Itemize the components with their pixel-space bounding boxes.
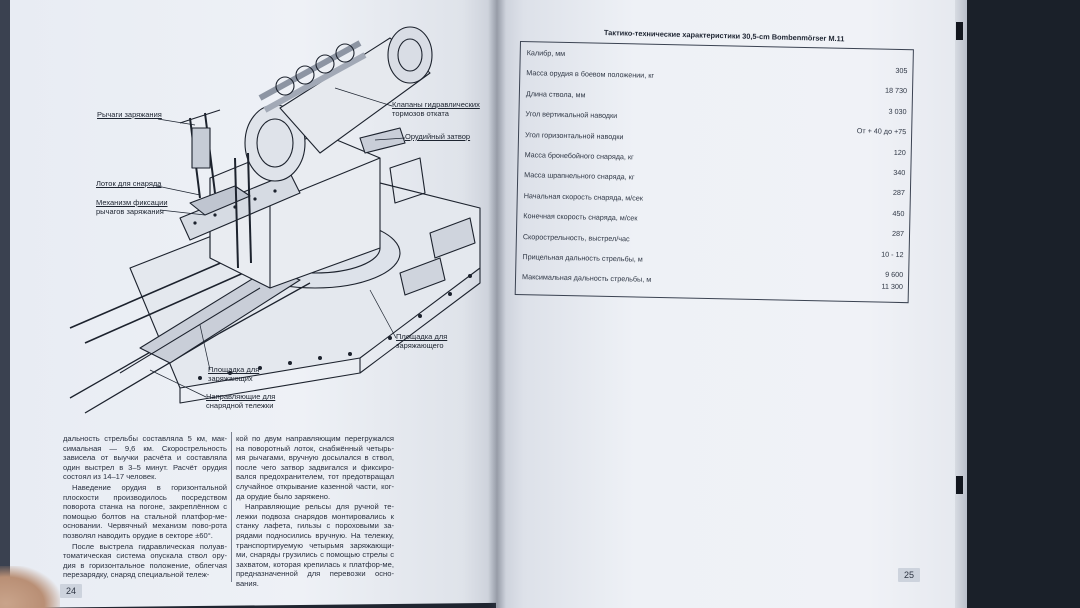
- page-number-left: 24: [60, 584, 83, 598]
- paragraph: кой по двум направляющим перегружался на…: [236, 434, 394, 501]
- callout-shell-tray: Лоток для снаряда: [96, 179, 162, 188]
- column-divider: [231, 432, 232, 582]
- finger-shadow: [0, 566, 60, 608]
- callout-loader-platform-line1: Площадка для: [396, 332, 448, 341]
- book-gutter: [488, 0, 506, 608]
- mortar-technical-illustration: [69, 26, 481, 414]
- spec-label: Угол вертикальной наводки: [525, 109, 618, 121]
- spec-label: Конечная скорость снаряда, м/сек: [523, 211, 638, 223]
- spec-label: Максимальная дальность стрельбы, м: [521, 272, 652, 285]
- callout-recoil-valves: Клапаны гидравлических тормозов отката: [392, 100, 480, 118]
- callout-loading-levers: Рычаги заряжания: [97, 110, 162, 119]
- callout-loaders-platform-line1: Площадка для: [208, 365, 260, 374]
- callout-recoil-valves-line1: Клапаны гидравлических: [392, 100, 480, 109]
- callout-breech: Орудийный затвор: [405, 132, 471, 141]
- spec-label: Масса орудия в боевом положении, кг: [526, 68, 655, 81]
- page-number-right: 25: [898, 568, 921, 582]
- paragraph: Наведение орудия в горизонтальной плоско…: [63, 482, 227, 540]
- callout-lever-lock-line1: Механизм фиксации: [96, 198, 168, 207]
- callout-trolley-guides-line2: снарядной тележки: [206, 400, 274, 410]
- callout-loaders-platform: Площадка для заряжающих: [208, 365, 260, 383]
- spec-label: Длина ствола, мм: [525, 88, 586, 100]
- callout-lever-lock-line2: рычагов заряжания: [96, 206, 164, 216]
- spec-label: Начальная скорость снаряда, м/сек: [523, 190, 644, 203]
- callout-lever-lock: Механизм фиксации рычагов заряжания: [96, 198, 168, 216]
- spec-value: 11 300: [881, 282, 904, 292]
- edge-marker-top: [956, 22, 963, 40]
- spec-label: Калибр, мм: [526, 48, 566, 58]
- right-page: [496, 0, 958, 608]
- spec-label: Прицельная дальность стрельбы, м: [522, 252, 643, 264]
- background-right: [967, 0, 1080, 608]
- callout-trolley-guides: Направляющие для снарядной тележки: [206, 392, 276, 410]
- spec-label: Угол горизонтальной наводки: [524, 129, 624, 141]
- spec-label: Масса шрапнельного снаряда, кг: [524, 170, 635, 182]
- left-text-column-2: кой по двум направляющим перегружался на…: [236, 434, 394, 590]
- paragraph: Направляющие рельсы для ручной те-лежки …: [236, 502, 394, 588]
- edge-marker-bottom: [956, 476, 963, 494]
- paragraph: После выстрела гидравлическая полуав-том…: [63, 541, 227, 580]
- callout-loader-platform-line2: заряжающего: [396, 340, 444, 350]
- callout-loaders-platform-line2: заряжающих: [208, 373, 253, 383]
- callout-trolley-guides-line1: Направляющие для: [206, 392, 276, 401]
- callout-loader-platform: Площадка для заряжающего: [396, 332, 448, 350]
- spec-label: Масса бронебойного снаряда, кг: [524, 150, 634, 162]
- left-text-column-1: дальность стрельбы составляла 5 км, мак-…: [63, 434, 227, 581]
- paragraph: дальность стрельбы составляла 5 км, мак-…: [63, 434, 227, 482]
- page-edge: [955, 0, 967, 608]
- callout-recoil-valves-line2: тормозов отката: [392, 108, 449, 118]
- spec-label: Скорострельность, выстрел/час: [522, 231, 630, 243]
